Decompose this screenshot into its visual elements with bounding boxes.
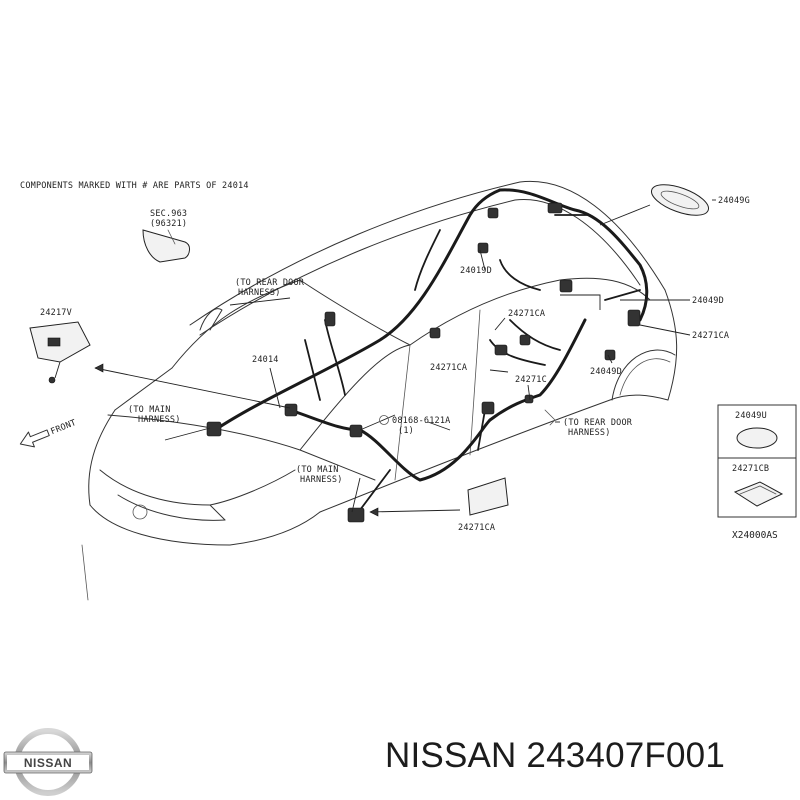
- label-to-rear-door-2: (TO REAR DOOR: [563, 418, 633, 428]
- part-labels: SEC.963 (96321) 24217V (TO REAR DOOR HAR…: [40, 196, 750, 533]
- nissan-logo: NISSAN: [3, 728, 93, 796]
- rear-view-mirror: [142, 229, 190, 263]
- label-to-main-2: (TO MAIN: [296, 465, 339, 475]
- label-to-main-1: (TO MAIN: [128, 405, 171, 415]
- label-24014: 24014: [252, 355, 279, 365]
- label-harness-4: HARNESS): [300, 475, 343, 485]
- label-24217v: 24217V: [40, 308, 72, 318]
- label-24049d-2: 24049D: [590, 367, 622, 377]
- front-arrow: FRONT: [19, 418, 78, 448]
- legend-panel: 24049U 24271CB X24000AS: [717, 404, 797, 541]
- brand-part-number: NISSAN 243407F001: [385, 736, 726, 775]
- legend-label-24049u: 24049U: [735, 411, 767, 421]
- grommet-24049g: [651, 184, 709, 216]
- legend-pad: [733, 481, 784, 507]
- label-to-rear-door-1: (TO REAR DOOR: [235, 278, 305, 288]
- label-sec963: SEC.963: [150, 209, 187, 219]
- legend-grommet: [736, 427, 778, 449]
- label-24049g: 24049G: [718, 196, 750, 206]
- clip-near-24271c: [544, 409, 556, 426]
- front-label: FRONT: [49, 418, 77, 437]
- label-08168-sub: (1): [398, 426, 414, 436]
- diagram-code: X24000AS: [732, 530, 778, 541]
- label-harness-3: HARNESS): [568, 428, 611, 438]
- connectors: [206, 202, 641, 523]
- leader-lines: [94, 199, 716, 517]
- label-24271ca-3: 24271CA: [458, 523, 495, 533]
- label-harness-2: HARNESS): [138, 415, 181, 425]
- label-24049d-1: 24049D: [692, 296, 724, 306]
- legend-label-24271cb: 24271CB: [732, 464, 769, 474]
- pad-24271ca-lower: [467, 477, 509, 516]
- label-24271ca-2: 24271CA: [430, 363, 467, 373]
- header-note: COMPONENTS MARKED WITH # ARE PARTS OF 24…: [20, 181, 249, 191]
- label-sec963-sub: (96321): [150, 219, 187, 229]
- label-24019d: 24019D: [460, 266, 492, 276]
- label-24271c: 24271C: [515, 375, 547, 385]
- label-harness-1: HARNESS): [238, 288, 281, 298]
- bracket-24217v: [29, 321, 91, 384]
- logo-text: NISSAN: [24, 756, 72, 770]
- label-08168: 08168-6121A: [392, 416, 451, 426]
- wiring-harness: [213, 188, 649, 511]
- label-24271ca-1: 24271CA: [508, 309, 545, 319]
- label-24271ca-4: 24271CA: [692, 331, 729, 341]
- bolt-symbol: [379, 415, 389, 425]
- car-body-outline: [81, 180, 678, 601]
